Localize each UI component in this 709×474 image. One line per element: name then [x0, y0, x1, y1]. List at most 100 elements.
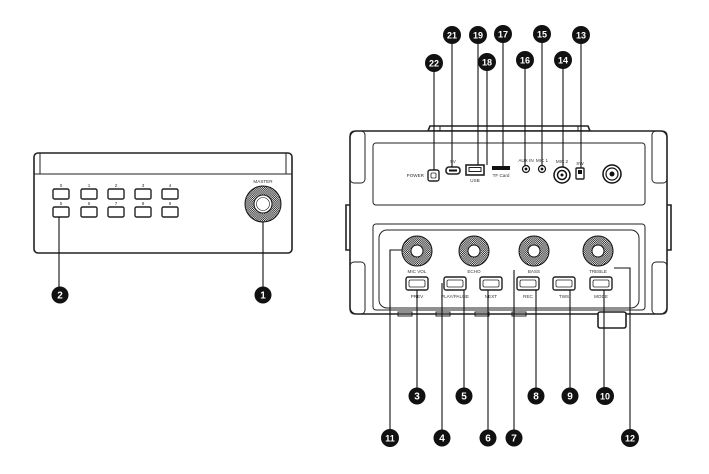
svg-text:8: 8 [533, 392, 539, 403]
key-label-0: 0 [60, 183, 63, 188]
power-button-inner [430, 172, 437, 179]
svg-text:7: 7 [511, 434, 517, 445]
callout-2: 2 [51, 286, 69, 304]
master-volume-knob[interactable] [244, 185, 282, 223]
key-label-6: 6 [88, 201, 91, 206]
callout-15: 15 [533, 25, 551, 43]
tf-card-label: TF Card [493, 173, 510, 178]
callout-6: 6 [479, 429, 497, 447]
callout-4: 4 [433, 429, 451, 447]
mic-vol-knob[interactable] [401, 235, 433, 267]
callout-22: 22 [425, 54, 443, 72]
switch-label: SW [576, 161, 584, 166]
echo-knob[interactable] [458, 235, 490, 267]
svg-text:9: 9 [567, 392, 573, 403]
callout-9: 9 [561, 387, 579, 405]
callout-8: 8 [527, 387, 545, 405]
echo-label: ECHO [467, 269, 481, 274]
number-key-9[interactable] [161, 206, 179, 218]
number-key-6[interactable] [80, 206, 98, 218]
dc-label: 5V [450, 159, 457, 164]
key-label-3: 3 [142, 183, 145, 188]
svg-text:22: 22 [429, 59, 439, 69]
front-buttons: PREV PLAY/PAUSE NEXT REC TWS MODE [405, 276, 613, 299]
callout-12: 12 [621, 429, 639, 447]
bass-knob[interactable] [518, 235, 550, 267]
svg-text:10: 10 [600, 392, 610, 402]
callouts: 1 2 3 4 5 6 7 8 9 10 11 12 13 14 15 16 1… [51, 25, 639, 447]
treble-label: TREBLE [589, 269, 607, 274]
number-key-1[interactable] [80, 188, 98, 200]
number-key-8[interactable] [134, 206, 152, 218]
callout-18: 18 [478, 53, 496, 71]
usb-label: USB [470, 178, 479, 183]
svg-text:21: 21 [447, 31, 457, 41]
number-key-0[interactable] [52, 188, 70, 200]
number-key-5[interactable] [52, 206, 70, 218]
svg-text:5: 5 [461, 392, 467, 403]
svg-text:19: 19 [473, 31, 483, 41]
next-label: NEXT [485, 294, 497, 299]
key-label-4: 4 [169, 183, 172, 188]
number-key-2[interactable] [107, 188, 125, 200]
number-key-4[interactable] [161, 188, 179, 200]
svg-text:1: 1 [260, 291, 266, 302]
play-pause-button-cap [446, 279, 464, 288]
callout-1: 1 [254, 286, 272, 304]
tf-card-slot[interactable] [492, 166, 510, 170]
callout-7: 7 [505, 429, 523, 447]
mic2-label: MIC 2 [556, 159, 569, 164]
power-label: POWER [407, 173, 425, 178]
svg-text:6: 6 [485, 434, 491, 445]
number-key-3[interactable] [134, 188, 152, 200]
svg-text:13: 13 [576, 31, 586, 41]
tws-label: TWS [559, 294, 569, 299]
dc-port-pin [449, 169, 457, 172]
rec-label: REC [523, 294, 533, 299]
callout-10: 10 [596, 387, 614, 405]
callout-16: 16 [516, 51, 534, 69]
callout-21: 21 [443, 26, 461, 44]
leader-lines [58, 42, 631, 430]
mode-label: MODE [594, 294, 608, 299]
key-label-2: 2 [115, 183, 118, 188]
callout-14: 14 [554, 51, 572, 69]
remote-unit: 0 1 2 3 4 5 6 7 8 9 MASTER [33, 152, 293, 254]
svg-text:11: 11 [385, 434, 395, 444]
mic1-jack-center [540, 167, 544, 171]
svg-text:14: 14 [558, 56, 568, 66]
svg-text:12: 12 [625, 434, 635, 444]
callout-5: 5 [455, 387, 473, 405]
rec-button-cap [519, 279, 537, 288]
key-label-1: 1 [88, 183, 91, 188]
usb-port[interactable] [465, 164, 485, 176]
prev-button-cap [408, 279, 426, 288]
play-pause-label: PLAY/PAUSE [441, 294, 469, 299]
remote-number-keys-bottom: 5 6 7 8 9 [52, 201, 179, 218]
next-button-cap [482, 279, 500, 288]
mic-vol-label: MIC VOL [408, 269, 427, 274]
guitar-jack-center [609, 171, 615, 177]
svg-text:16: 16 [520, 56, 530, 66]
svg-text:17: 17 [498, 30, 508, 40]
svg-text:18: 18 [482, 58, 492, 68]
front-knobs: MIC VOL ECHO BASS TREBLE [401, 235, 614, 274]
remote-number-keys-top: 0 1 2 3 4 [52, 183, 179, 200]
number-key-7[interactable] [107, 206, 125, 218]
rear-panel: POWER 5V USB TF Card AUX IN MIC 1 MIC 2 … [407, 158, 622, 184]
main-unit [345, 125, 672, 329]
mic2-jack-center [560, 173, 564, 177]
master-knob-label: MASTER [253, 179, 273, 184]
svg-text:2: 2 [57, 291, 63, 302]
callout-17: 17 [494, 25, 512, 43]
bass-label: BASS [528, 269, 540, 274]
aux-jack-center [524, 167, 528, 171]
callout-19: 19 [469, 26, 487, 44]
mode-button-cap [592, 279, 610, 288]
tws-button-cap [555, 279, 573, 288]
aux-in-label: AUX IN [518, 158, 533, 163]
treble-knob[interactable] [582, 235, 614, 267]
svg-text:3: 3 [414, 392, 420, 403]
callout-13: 13 [572, 26, 590, 44]
